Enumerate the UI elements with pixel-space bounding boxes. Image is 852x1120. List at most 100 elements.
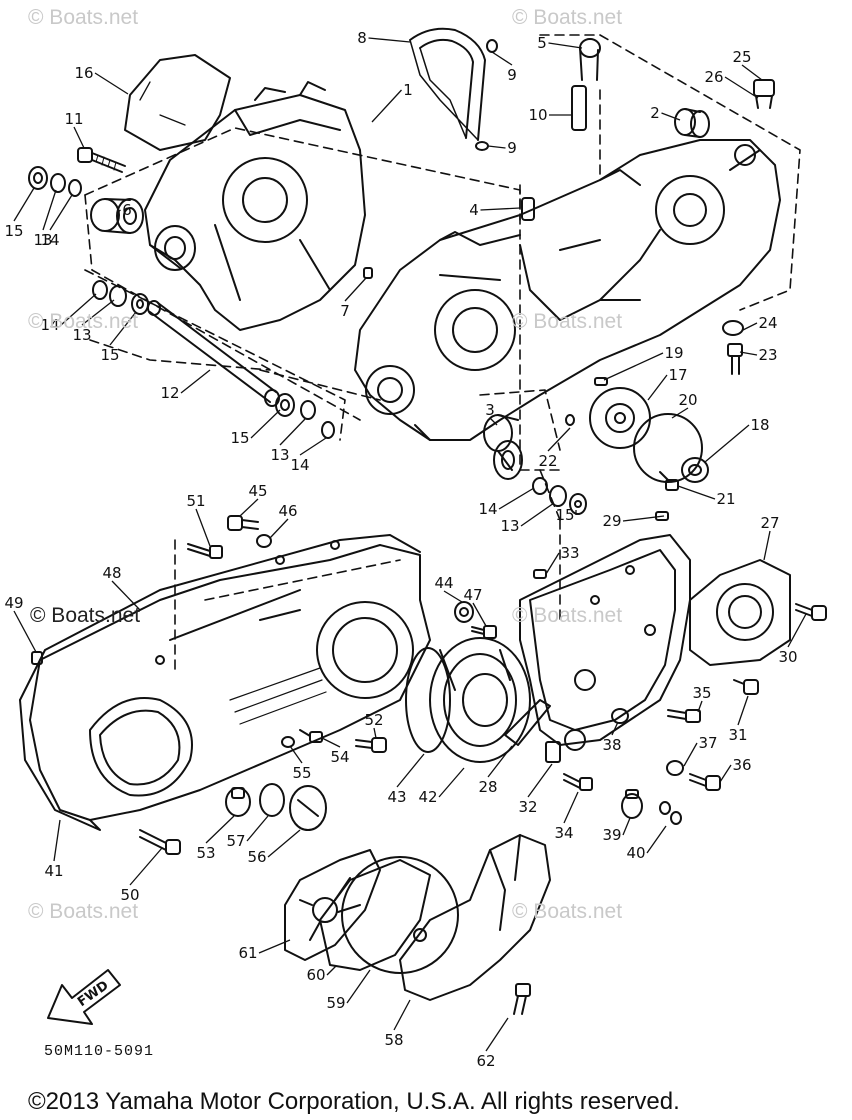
nipple-4 <box>521 197 535 221</box>
plug-53 <box>225 787 251 817</box>
oil-seal-15-c <box>275 393 295 417</box>
callout-leader-59 <box>346 969 371 1004</box>
bolt-45 <box>227 515 259 531</box>
watermark: © Boats.net <box>28 310 139 333</box>
o-ring-14-c <box>321 421 335 439</box>
part-callout-59: 59 <box>326 994 345 1012</box>
part-callout-37: 37 <box>698 734 717 752</box>
part-callout-24: 24 <box>758 314 777 332</box>
dowel-49 <box>31 651 43 665</box>
bolt-30 <box>795 603 827 621</box>
callout-leader-45 <box>239 498 259 517</box>
watermark: © Boats.net <box>28 6 139 29</box>
dowel-29 <box>655 511 669 521</box>
callout-leader-9 <box>491 51 513 66</box>
callout-leader-20 <box>671 407 689 419</box>
part-callout-61: 61 <box>238 944 257 962</box>
washer-13-c <box>300 400 316 420</box>
callout-leader-15 <box>13 187 35 222</box>
o-ring-57 <box>259 783 285 817</box>
callout-leader-58 <box>393 999 411 1031</box>
callout-leader-36 <box>719 764 732 783</box>
bolt-51 <box>187 543 223 559</box>
breather-hose-8 <box>409 27 486 141</box>
callout-leader-11 <box>73 126 85 149</box>
oil-seal-15-a <box>28 166 48 190</box>
o-ring-40-b <box>670 811 682 825</box>
part-callout-53: 53 <box>196 844 215 862</box>
gasket-16 <box>124 54 231 151</box>
circlip-20 <box>633 413 703 483</box>
part-callout-54: 54 <box>330 748 349 766</box>
callout-leader-25 <box>741 64 763 81</box>
watermark: © Boats.net <box>30 604 141 627</box>
callout-leader-37 <box>683 742 698 767</box>
callout-leader-27 <box>763 530 771 561</box>
callout-leader-26 <box>724 76 759 99</box>
part-callout-57: 57 <box>226 832 245 850</box>
bolt-52 <box>355 737 387 753</box>
clutch-housing-42 <box>429 637 531 763</box>
plug-39 <box>621 789 643 819</box>
seal-59 <box>341 856 459 974</box>
callout-leader-23 <box>739 351 758 356</box>
cover-58 <box>399 834 551 1001</box>
part-callout-22: 22 <box>538 452 557 470</box>
part-callout-4: 4 <box>469 201 479 219</box>
callout-leader-40 <box>646 825 667 854</box>
callout-leader-50 <box>129 847 163 886</box>
watermark: © Boats.net <box>512 604 623 627</box>
callout-leader-8 <box>368 37 411 43</box>
callout-leader-42 <box>438 767 465 798</box>
part-callout-17: 17 <box>668 366 687 384</box>
part-callout-18: 18 <box>750 416 769 434</box>
part-callout-38: 38 <box>602 736 621 754</box>
callout-leader-28 <box>487 745 513 778</box>
part-callout-60: 60 <box>306 966 325 984</box>
part-callout-2: 2 <box>650 104 660 122</box>
callout-leader-53 <box>205 815 235 844</box>
part-callout-12: 12 <box>160 384 179 402</box>
part-callout-40: 40 <box>626 844 645 862</box>
bolt-36 <box>689 773 721 791</box>
callout-leader-52 <box>373 727 377 739</box>
callout-leader-32 <box>527 763 553 798</box>
callout-leader-13 <box>42 189 57 231</box>
part-callout-42: 42 <box>418 788 437 806</box>
callout-leader-2 <box>661 112 681 121</box>
callout-leader-35 <box>697 700 703 713</box>
part-callout-26: 26 <box>704 68 723 86</box>
washer-13-a <box>50 173 66 193</box>
part-callout-13: 13 <box>72 326 91 344</box>
watermark: © Boats.net <box>512 6 623 29</box>
callout-leader-13 <box>520 502 555 527</box>
callout-leader-5 <box>548 42 583 49</box>
nut-44 <box>454 601 474 623</box>
part-callout-43: 43 <box>387 788 406 806</box>
part-callout-41: 41 <box>44 862 63 880</box>
callout-leader-6 <box>117 209 121 213</box>
part-callout-13: 13 <box>33 231 52 249</box>
part-callout-14: 14 <box>40 231 59 249</box>
callout-leader-19 <box>603 352 664 381</box>
part-callout-25: 25 <box>732 48 751 66</box>
callout-leader-49 <box>13 610 37 653</box>
callout-leader-46 <box>269 518 289 539</box>
bolt-11 <box>77 147 126 173</box>
part-callout-55: 55 <box>292 764 311 782</box>
callout-leader-14 <box>498 487 535 510</box>
clip-9-b <box>475 141 489 151</box>
part-callout-27: 27 <box>760 514 779 532</box>
part-callout-50: 50 <box>120 886 139 904</box>
part-callout-15: 15 <box>555 506 574 524</box>
copyright-notice: ©2013 Yamaha Motor Corporation, U.S.A. A… <box>28 1088 680 1115</box>
drawing-code: 50M110-5091 <box>44 1043 155 1060</box>
part-callout-16: 16 <box>74 64 93 82</box>
callout-leader-31 <box>737 695 749 726</box>
bolt-23 <box>727 343 743 375</box>
callout-leaders <box>13 37 807 1052</box>
part-callout-9: 9 <box>507 66 517 84</box>
watermark: © Boats.net <box>512 310 623 333</box>
bolt-54 <box>299 729 323 743</box>
